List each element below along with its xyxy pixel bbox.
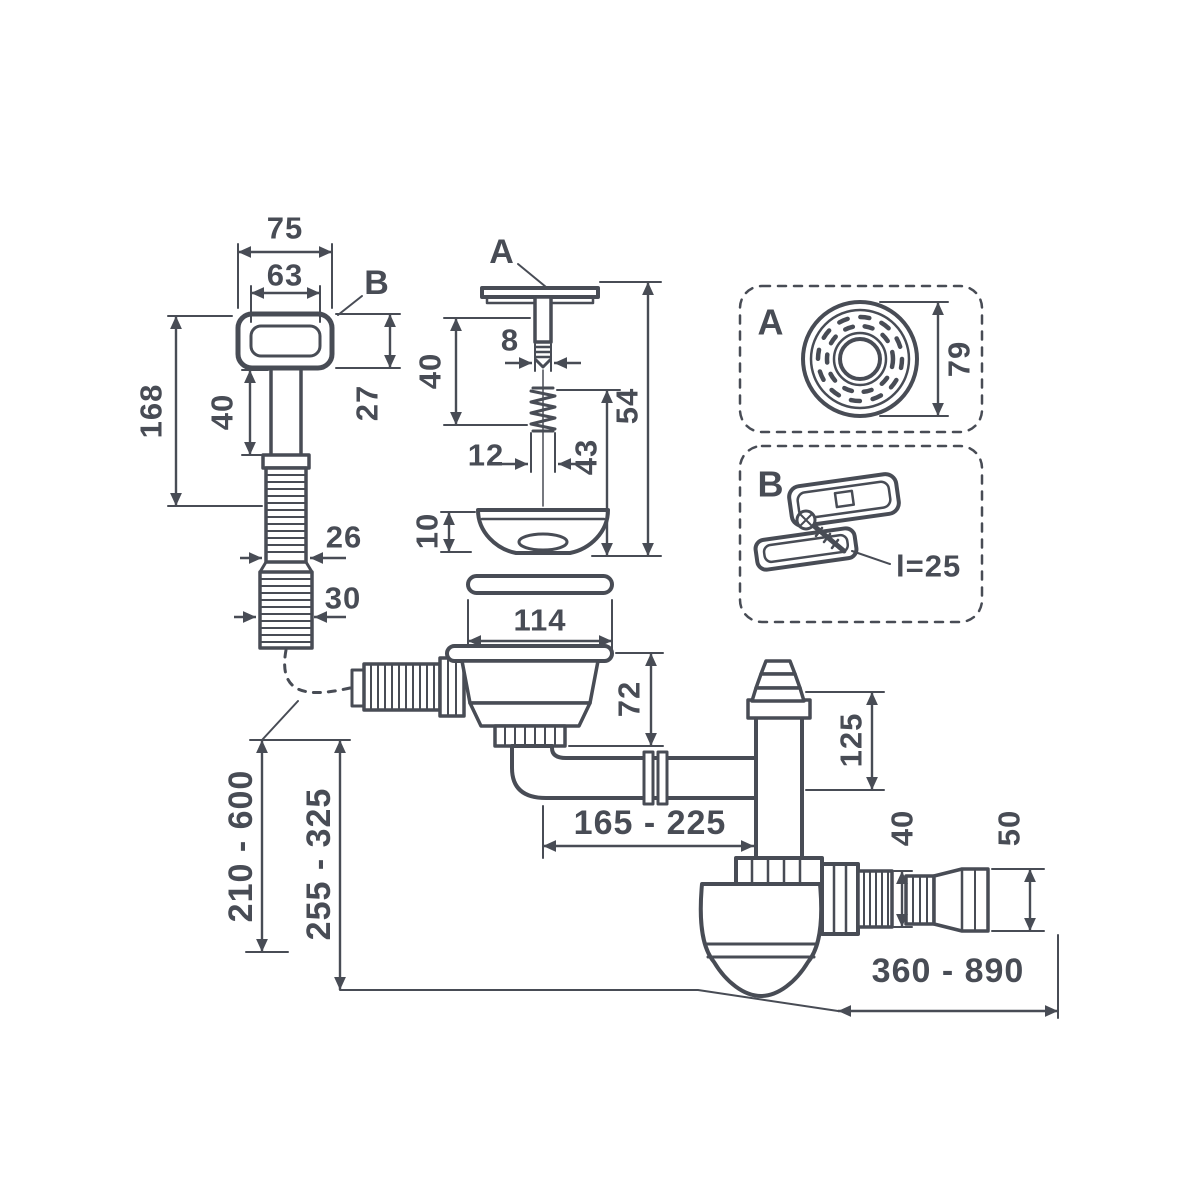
corrugation-ribs bbox=[259, 578, 313, 643]
dim-27: 27 bbox=[350, 385, 385, 421]
dim-54: 54 bbox=[610, 388, 645, 424]
overflow-pipe bbox=[269, 366, 303, 457]
dim-72: 72 bbox=[612, 681, 647, 717]
dim-50-outlet: 50 bbox=[992, 810, 1027, 846]
flexible-hose-dashed bbox=[283, 648, 352, 695]
vertical-pipe bbox=[754, 714, 804, 864]
trap-nut bbox=[734, 856, 824, 886]
dim-168: 168 bbox=[134, 384, 169, 439]
overflow-cover-back bbox=[787, 472, 901, 528]
dim-40-outlet: 40 bbox=[885, 810, 920, 846]
screw-tip bbox=[534, 358, 552, 369]
hose-barb bbox=[759, 659, 797, 676]
dim-114: 114 bbox=[513, 603, 566, 638]
screw-stem bbox=[533, 295, 553, 344]
drain-cover-slots bbox=[815, 314, 905, 404]
dim-10: 10 bbox=[410, 513, 445, 549]
hose-tip bbox=[350, 668, 366, 708]
overflow-dimensions: 75 63 B 168 40 27 26 30 bbox=[134, 211, 401, 623]
basket-center bbox=[517, 532, 569, 552]
detail-a-label: A bbox=[758, 302, 785, 343]
dim-63: 63 bbox=[267, 258, 303, 293]
drain-cover-hole bbox=[838, 337, 882, 381]
marker-a-label: A bbox=[489, 233, 515, 271]
dim-40-drain: 40 bbox=[413, 353, 448, 389]
corrugated-pipe-30 bbox=[258, 570, 314, 650]
detail-box-b: B l=25 bbox=[738, 444, 984, 624]
sink-flange bbox=[445, 644, 614, 663]
dim-8: 8 bbox=[501, 323, 519, 358]
detail-a-frame bbox=[738, 284, 984, 434]
dim-360-890: 360 - 890 bbox=[872, 952, 1025, 990]
dim-43: 43 bbox=[569, 439, 604, 475]
pipe-union bbox=[656, 750, 669, 806]
detail-box-a: A 79 bbox=[738, 284, 984, 434]
dim-40-overflow: 40 bbox=[205, 394, 240, 430]
dim-210-600: 210 - 600 bbox=[222, 770, 260, 923]
pipe-union bbox=[642, 750, 655, 806]
spring bbox=[529, 386, 557, 433]
dim-255-325: 255 - 325 bbox=[300, 788, 338, 941]
strainer-basket bbox=[476, 508, 610, 555]
trap-cup bbox=[698, 882, 824, 998]
detail-b-label: B bbox=[758, 464, 785, 505]
overflow-assembly bbox=[235, 311, 352, 695]
dim-30: 30 bbox=[325, 581, 361, 616]
dim-75: 75 bbox=[267, 211, 303, 246]
corrugated-pipe-26 bbox=[264, 466, 308, 564]
drain-plug-assembly: A bbox=[466, 233, 614, 595]
overflow-cover-inner bbox=[249, 324, 322, 358]
corrugation-ribs bbox=[265, 474, 307, 553]
dim-79: 79 bbox=[942, 341, 977, 377]
detail-b-frame bbox=[738, 444, 984, 624]
hose-barb bbox=[750, 686, 806, 703]
dim-125: 125 bbox=[834, 713, 869, 768]
gasket bbox=[466, 574, 614, 595]
dim-165-225: 165 - 225 bbox=[574, 804, 727, 842]
dim-26: 26 bbox=[326, 520, 362, 555]
siphon-assembly bbox=[350, 644, 990, 998]
marker-b-label: B bbox=[364, 264, 390, 302]
hose-connector bbox=[438, 656, 466, 718]
drain-dimensions: 40 8 12 10 54 43 114 bbox=[410, 281, 662, 653]
overflow-hose bbox=[362, 662, 442, 712]
elbow-pipe bbox=[510, 744, 760, 800]
dim-12: 12 bbox=[468, 438, 504, 473]
outlet-nut bbox=[820, 862, 860, 936]
strainer-body-lower bbox=[468, 701, 592, 728]
siphon-dimensions: 72 125 165 - 225 210 - 600 255 - 325 360… bbox=[222, 652, 1059, 1019]
strainer-body bbox=[460, 659, 600, 705]
cover-screw bbox=[795, 509, 847, 554]
drain-cover-slots bbox=[824, 323, 896, 395]
dim-l25: l=25 bbox=[896, 549, 961, 584]
hose-barb bbox=[754, 672, 802, 690]
overflow-pipe-flare bbox=[261, 453, 311, 470]
